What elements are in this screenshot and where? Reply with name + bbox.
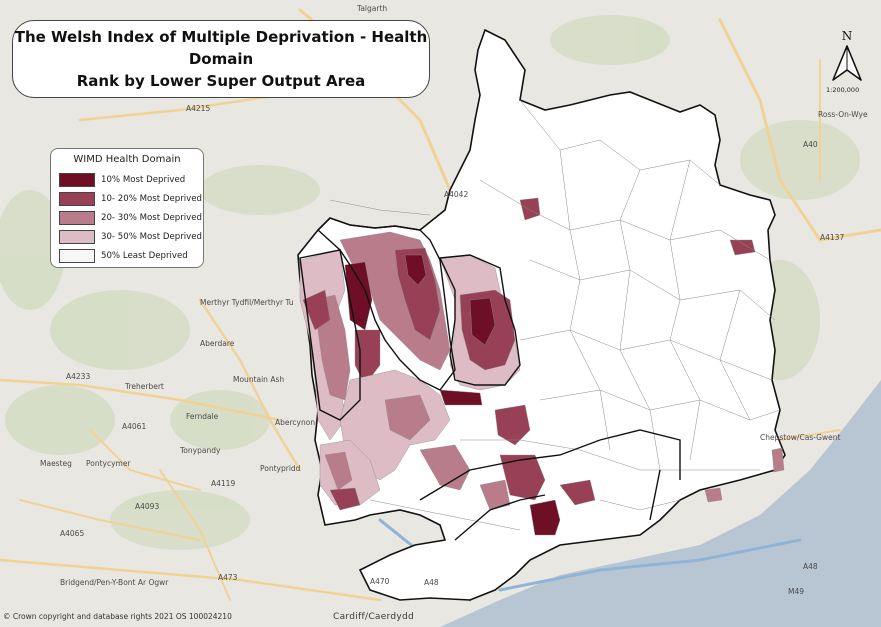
legend-item: 50% Least Deprived [59,246,195,265]
north-arrow: N [823,30,871,94]
place-label-bridgend: Bridgend/Pen-Y-Bont Ar Ogwr [60,578,169,587]
place-label-mountain-ash: Mountain Ash [233,375,285,384]
legend-swatch [59,248,95,263]
map-subtitle: Rank by Lower Super Output Area [76,72,366,90]
place-label-maesteg: Maesteg [40,459,72,468]
road-label-a4042: A4042 [444,190,469,199]
lsoa-band-10-20[interactable] [494,404,531,446]
lsoa-band-10-pct[interactable] [404,254,427,286]
legend-swatch [59,229,95,244]
place-label-ferndale: Ferndale [186,412,219,421]
road-label-a470: A470 [370,577,390,586]
lsoa-boundaries [329,99,781,531]
lsoa-deprivation-fills [299,197,785,536]
legend-swatch [59,210,95,225]
map-scale: 1:200,000 [826,86,860,94]
map-title: The Welsh Index of Multiple Deprivation … [14,28,428,68]
place-label-ross: Ross-On-Wye [818,110,868,119]
legend-label: 20- 30% Most Deprived [101,212,202,223]
road-label-a48b: A48 [803,562,818,571]
place-label-merthyr: Merthyr Tydfil/Merthyr Tu [200,298,294,307]
legend-swatch [59,191,95,206]
legend-title: WIMD Health Domain [73,154,181,165]
lsoa-band-10-20[interactable] [302,289,331,331]
lsoa-band-20-30[interactable] [324,451,353,491]
lsoa-band-10-pct[interactable] [469,297,496,346]
place-label-pontycymer: Pontycymer [86,459,131,468]
road-label-a4065: A4065 [60,529,85,538]
road-label-a40: A40 [803,140,818,149]
lsoa-band-20-30[interactable] [704,487,723,503]
lsoa-band-10-pct[interactable] [529,499,561,536]
place-label-aberdare: Aberdare [200,339,235,348]
place-label-pontypridd: Pontypridd [260,464,301,473]
place-label-treherbert: Treherbert [125,382,164,391]
map-title-box: The Welsh Index of Multiple Deprivation … [12,20,430,98]
road-label-a4093: A4093 [135,502,160,511]
road-label-m49: M49 [788,587,805,596]
local-authority-boundaries [299,217,681,541]
lsoa-band-10-20[interactable] [499,454,546,501]
legend-swatch [59,172,95,187]
lsoa-band-20-30[interactable] [771,447,785,473]
legend-label: 50% Least Deprived [101,250,188,261]
place-label-tonypandy: Tonypandy [180,446,221,455]
copyright-notice: © Crown copyright and database rights 20… [3,612,232,621]
road-label-a473: A473 [218,573,238,582]
lsoa-band-10-pct[interactable] [439,389,483,406]
legend-item: 10- 20% Most Deprived [59,189,202,208]
north-letter: N [841,29,853,43]
road-label-a4061: A4061 [122,422,147,431]
map-legend: WIMD Health Domain 10% Most Deprived 10-… [50,148,204,268]
legend-label: 30- 50% Most Deprived [101,231,202,242]
road-label-a4215: A4215 [186,104,211,113]
road-label-a4233: A4233 [66,372,91,381]
lsoa-band-10-20[interactable] [729,239,756,256]
severn-estuary [440,380,881,627]
lsoa-band-10-20[interactable] [329,487,361,511]
road-label-a4119: A4119 [211,479,236,488]
place-label-chepstow: Chepstow/Cas-Gwent [760,433,841,442]
road-label-a48: A48 [424,578,439,587]
legend-label: 10% Most Deprived [101,174,186,185]
place-label-abercynon: Abercynon [275,418,316,427]
lsoa-band-10-20[interactable] [559,479,596,506]
legend-item: 30- 50% Most Deprived [59,227,202,246]
lsoa-band-10-pct[interactable] [344,261,373,331]
lsoa-band-20-30[interactable] [479,479,511,511]
place-label-talgarth: Talgarth [357,4,388,13]
road-label-a4137: A4137 [820,233,845,242]
legend-label: 10- 20% Most Deprived [101,193,202,204]
legend-item: 10% Most Deprived [59,170,195,189]
north-arrow-icon [832,45,862,81]
lsoa-band-20-30[interactable] [419,444,471,491]
lsoa-band-20-30[interactable] [384,394,431,441]
lsoa-band-10-20[interactable] [394,247,441,341]
place-label-cardiff: Cardiff/Caerdydd [333,612,415,622]
legend-item: 20- 30% Most Deprived [59,208,202,227]
